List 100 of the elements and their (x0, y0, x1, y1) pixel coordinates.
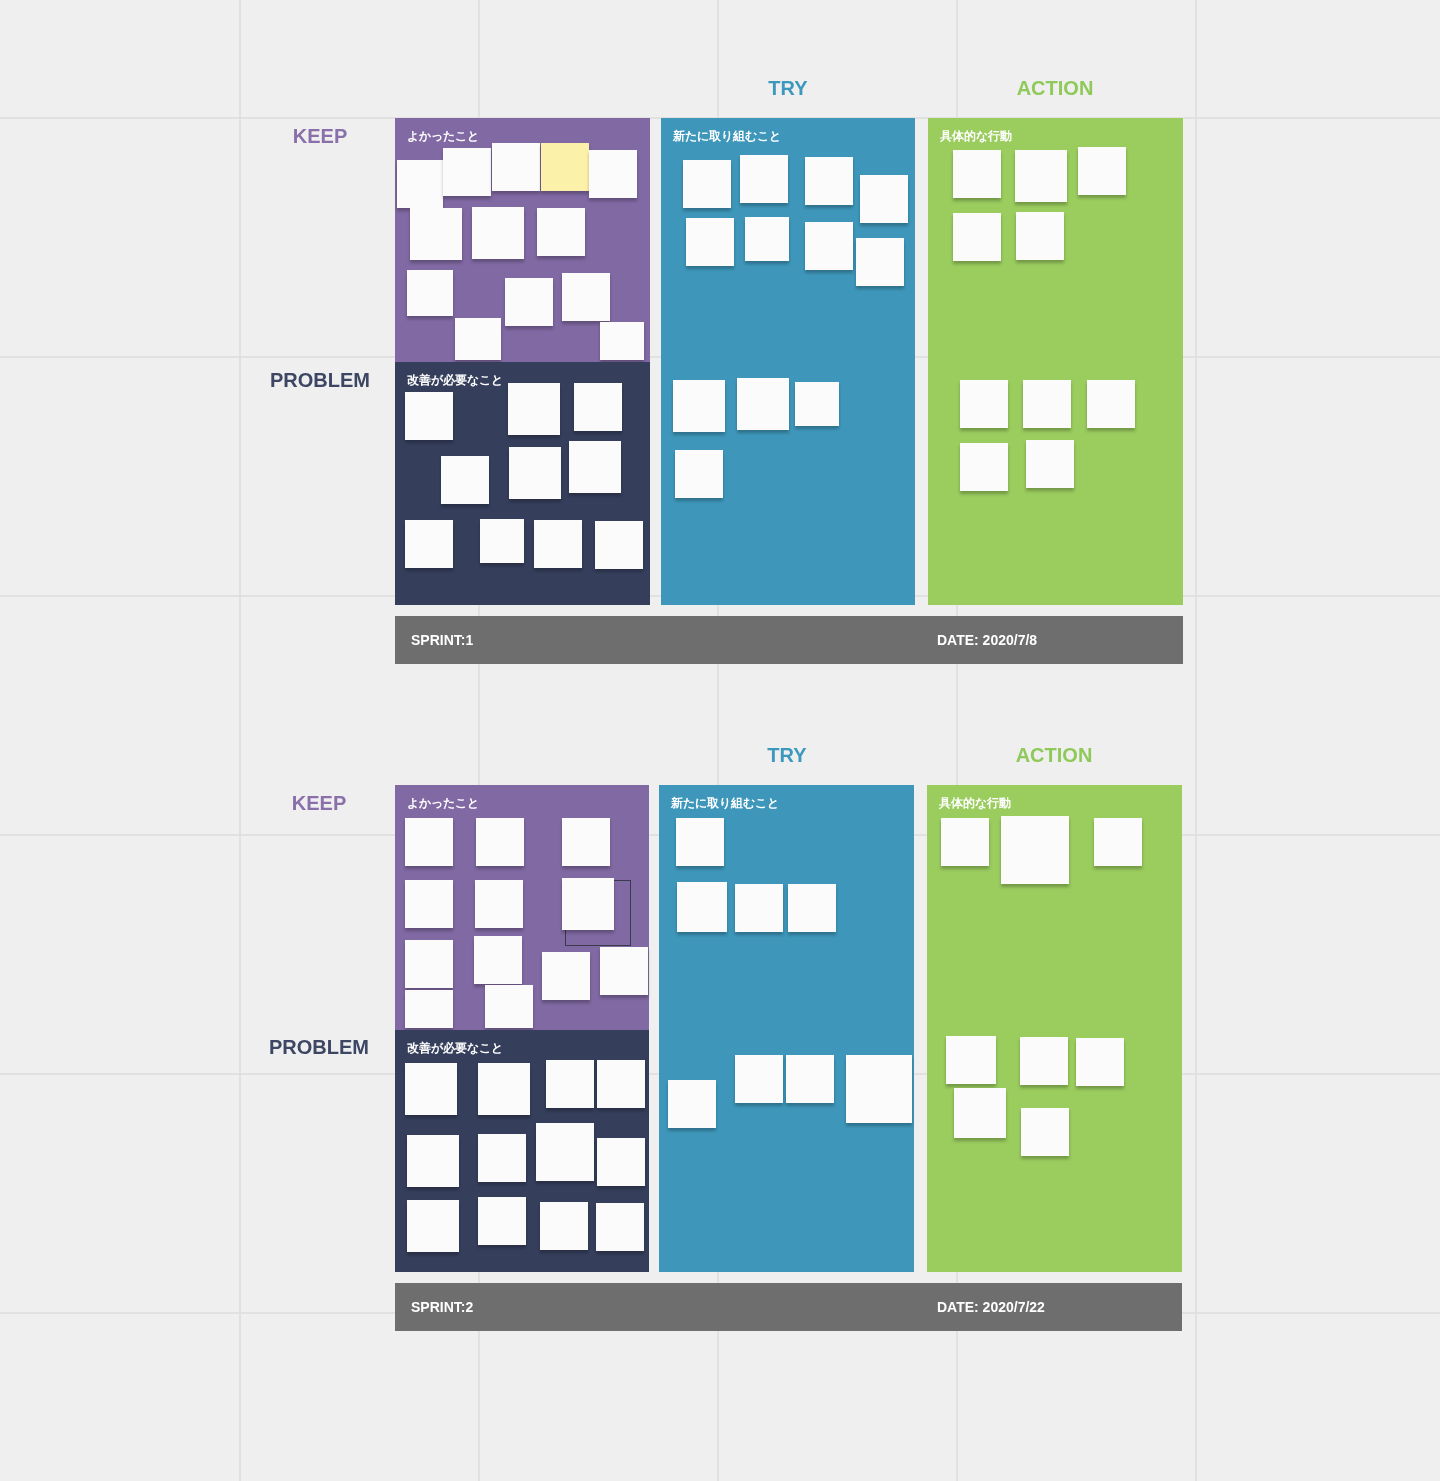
sticky-note (407, 1200, 459, 1252)
sticky-note (668, 1080, 716, 1128)
sticky-note (474, 936, 522, 984)
column-panel (661, 118, 915, 605)
sticky-note (537, 208, 585, 256)
sticky-note (960, 443, 1008, 491)
sticky-note (805, 222, 853, 270)
section-label: PROBLEM (269, 1035, 369, 1059)
sticky-note (1021, 1108, 1069, 1156)
sticky-note (562, 878, 614, 930)
sticky-note (953, 150, 1001, 198)
footer-bar (395, 616, 1183, 664)
sticky-note (472, 207, 524, 259)
sticky-note (534, 520, 582, 568)
panel-heading: 改善が必要なこと (407, 372, 503, 389)
sticky-note (476, 818, 524, 866)
panel-heading: 改善が必要なこと (407, 1040, 503, 1057)
sticky-note (478, 1063, 530, 1115)
panel-heading: 新たに取り組むこと (671, 795, 779, 812)
panel-heading: よかったこと (407, 795, 479, 812)
sticky-note (574, 383, 622, 431)
sticky-note (846, 1055, 912, 1123)
sticky-note (562, 818, 610, 866)
sticky-note (860, 175, 908, 223)
sticky-note (683, 160, 731, 208)
sticky-note (441, 456, 489, 504)
sticky-note (1094, 818, 1142, 866)
section-label: PROBLEM (270, 368, 370, 392)
sticky-note (505, 278, 553, 326)
sticky-note (1015, 150, 1067, 202)
sticky-note (597, 1138, 645, 1186)
sticky-note (546, 1060, 594, 1108)
sticky-note (737, 378, 789, 430)
sticky-note (597, 1060, 645, 1108)
sticky-note (740, 155, 788, 203)
column-panel (395, 1030, 649, 1272)
section-label: TRY (767, 743, 807, 767)
sticky-note (600, 947, 648, 995)
sticky-note (941, 818, 989, 866)
panel-heading: 具体的な行動 (939, 795, 1011, 812)
sticky-note (954, 1088, 1006, 1138)
column-panel (395, 785, 649, 1030)
sticky-note (475, 880, 523, 928)
sticky-note (953, 213, 1001, 261)
sticky-note (536, 1123, 594, 1181)
sticky-note (1023, 380, 1071, 428)
column-panel (395, 118, 650, 362)
sticky-note (1076, 1038, 1124, 1086)
sticky-note (788, 884, 836, 932)
sticky-note (745, 217, 789, 261)
sticky-note (600, 322, 644, 360)
sticky-note (1087, 380, 1135, 428)
sticky-note (569, 441, 621, 493)
date-label: DATE: 2020/7/22 (937, 1299, 1045, 1315)
sticky-note (410, 208, 462, 260)
sticky-note (485, 985, 533, 1028)
sticky-note (541, 143, 589, 191)
sticky-note (405, 940, 453, 988)
sticky-note (1078, 147, 1126, 195)
section-label: ACTION (1016, 76, 1094, 100)
column-panel (928, 118, 1183, 605)
column-panel (927, 785, 1182, 1272)
sticky-note (686, 218, 734, 266)
sticky-note (405, 880, 453, 928)
sticky-note (1016, 212, 1064, 260)
sticky-note (405, 1063, 457, 1115)
sticky-note (478, 1134, 526, 1182)
sticky-note (509, 447, 561, 499)
sticky-note (492, 143, 540, 191)
sticky-note (960, 380, 1008, 428)
sticky-note (595, 521, 643, 569)
panel-heading: よかったこと (407, 128, 479, 145)
sticky-note (1020, 1037, 1068, 1085)
sticky-note (676, 818, 724, 866)
date-label: DATE: 2020/7/8 (937, 632, 1038, 648)
sticky-note (675, 450, 723, 498)
sticky-note (795, 382, 839, 426)
sticky-note (735, 884, 783, 932)
sticky-note (805, 157, 853, 205)
sticky-note (443, 148, 491, 196)
panel-heading: 新たに取り組むこと (673, 128, 781, 145)
sticky-note (407, 270, 453, 316)
section-label: TRY (768, 76, 808, 100)
section-label: ACTION (1015, 743, 1093, 767)
sticky-note (480, 519, 524, 563)
sticky-note (508, 383, 560, 435)
sticky-note (542, 952, 590, 1000)
section-label: KEEP (291, 791, 347, 815)
sticky-note (405, 990, 453, 1028)
sticky-note (673, 380, 725, 432)
sprint-label: SPRINT:1 (411, 632, 474, 648)
sticky-note (596, 1203, 644, 1251)
sticky-note (786, 1055, 834, 1103)
panel-heading: 具体的な行動 (940, 128, 1012, 145)
section-label: KEEP (292, 124, 348, 148)
sticky-note (455, 318, 501, 360)
sticky-note (735, 1055, 783, 1103)
sticky-note (856, 238, 904, 286)
sticky-note (407, 1135, 459, 1187)
sticky-note (478, 1197, 526, 1245)
